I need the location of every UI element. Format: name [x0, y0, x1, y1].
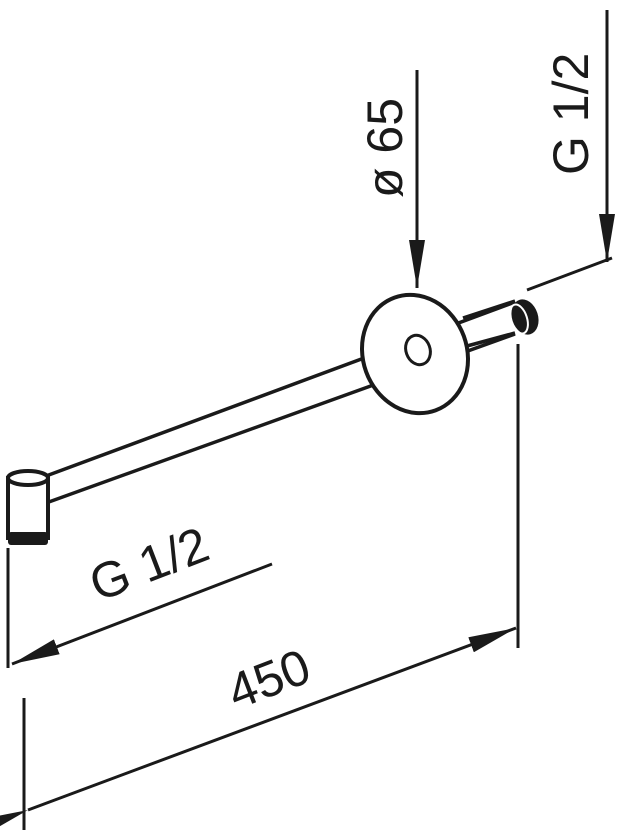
wall-rosette	[360, 292, 470, 416]
inlet-thread-end	[509, 299, 539, 335]
rosette-diameter-dimension: ø 65	[357, 70, 425, 288]
inlet-thread-label: G 1/2	[543, 53, 599, 175]
rear-pipe-segment	[462, 299, 516, 348]
outlet-thread-label: G 1/2	[82, 516, 216, 612]
rosette-diameter-label: ø 65	[357, 98, 413, 198]
inlet-thread-dimension: G 1/2	[526, 10, 615, 292]
outlet-thread-end	[6, 469, 50, 545]
